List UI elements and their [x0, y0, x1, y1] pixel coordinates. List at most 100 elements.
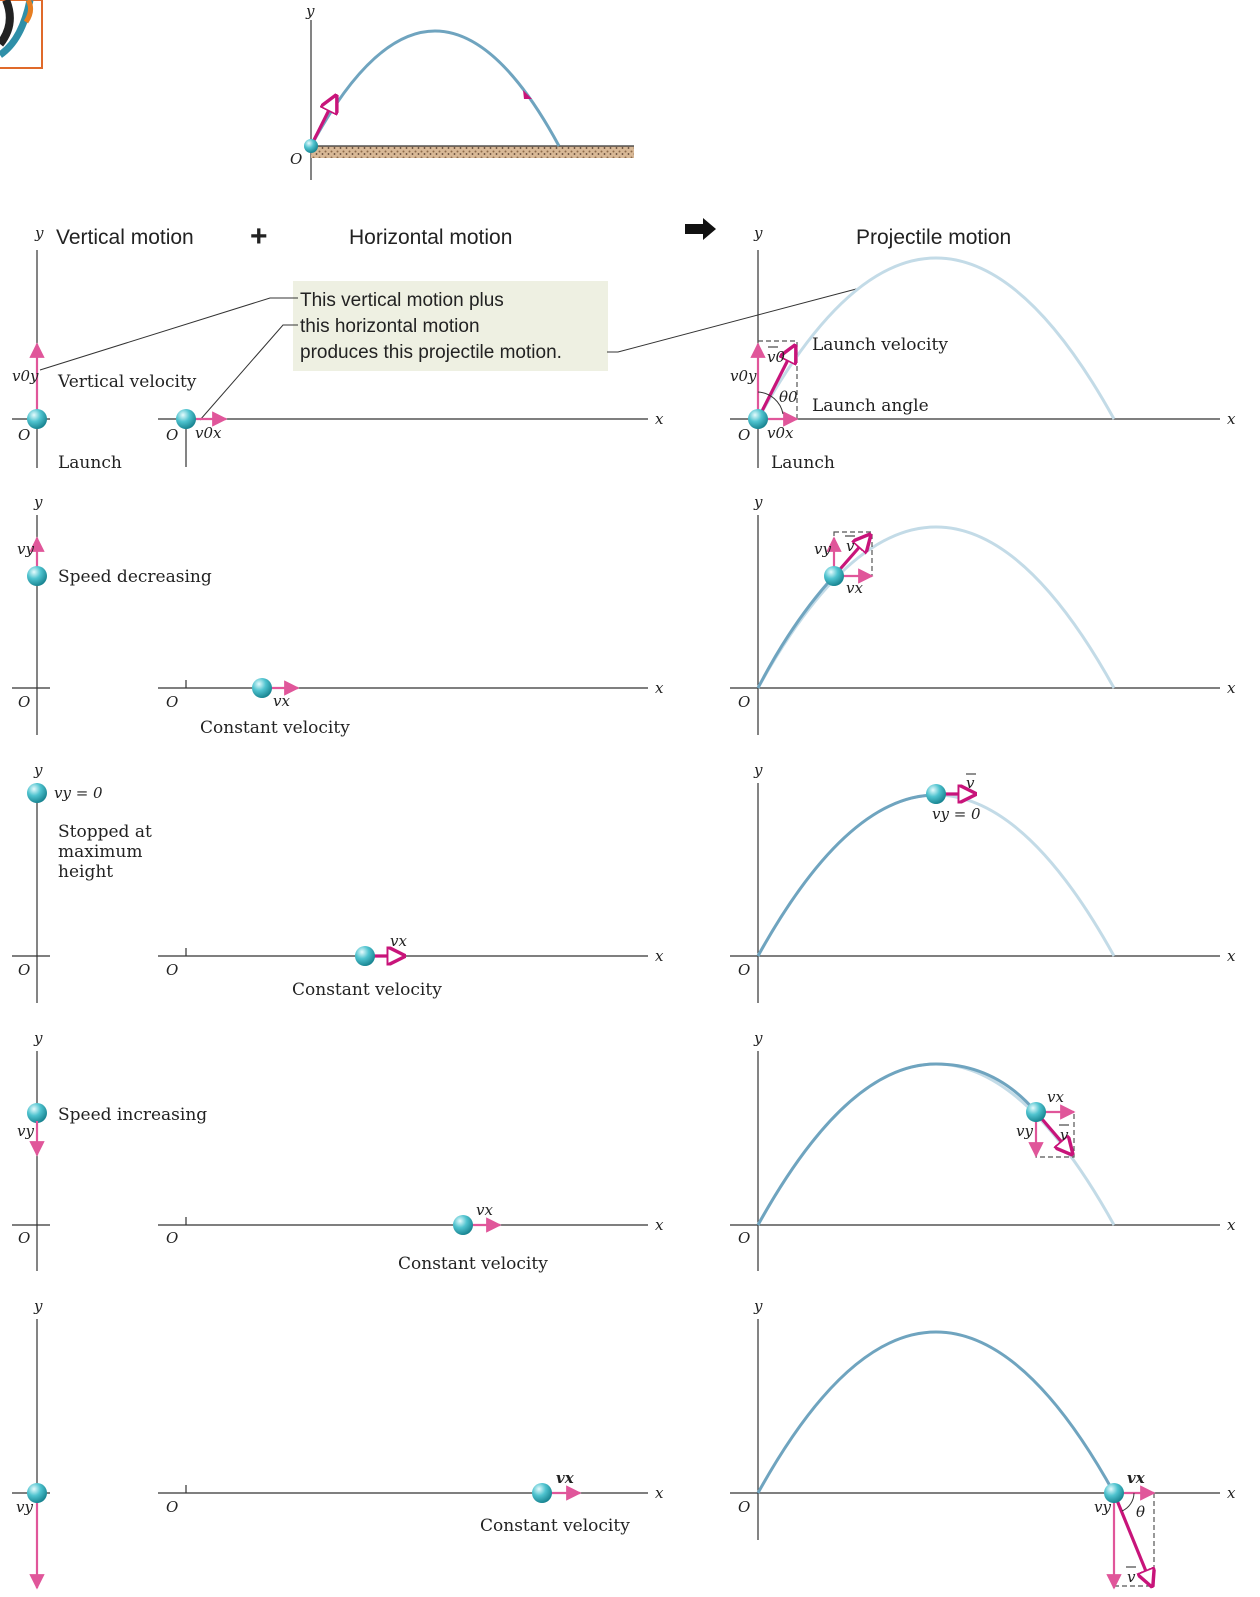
launch-angle-label: Launch angle — [812, 396, 929, 416]
row2-proj-trajectory-light — [756, 525, 1116, 689]
top-direction-arrow — [523, 90, 532, 99]
row4-horizontal-origin: O — [166, 1229, 178, 1247]
stopped-line-1: Stopped at — [58, 822, 152, 842]
row4-vertical-origin: O — [18, 1229, 30, 1247]
row2-proj-origin: O — [738, 693, 750, 711]
row1-horizontal-ball — [176, 409, 196, 429]
row1-v0x-label: v0x — [195, 424, 222, 442]
row5-theta-arc — [1121, 1492, 1135, 1512]
row2-vertical-origin: O — [18, 693, 30, 711]
row2-vy-label: vy — [17, 540, 34, 558]
row4-proj-y-label: y — [753, 1029, 763, 1047]
horizontal-motion-column: x O v0x x O vx Constant velocity x O vx … — [158, 409, 664, 1536]
row5-proj-vy-label: vy — [1094, 1498, 1111, 1516]
row5-proj-x-label: x — [1227, 1484, 1236, 1502]
row3-proj-x-label: x — [1227, 947, 1236, 965]
row2-proj-y-label: y — [753, 493, 763, 511]
row2-proj-ball — [824, 566, 844, 586]
top-overview-diagram: y O — [290, 2, 634, 180]
row2-horizontal-ball — [252, 678, 272, 698]
row1-proj-v0-vector — [756, 346, 795, 420]
row5-horizontal-ball — [532, 1483, 552, 1503]
row5-horizontal-origin: O — [166, 1498, 178, 1516]
row5-horizontal-x-label: x — [655, 1484, 664, 1502]
row4-vx-label: vx — [476, 1201, 493, 1219]
row5-constant-velocity: Constant velocity — [480, 1516, 630, 1536]
top-ball — [304, 139, 318, 153]
top-launch-vector — [309, 96, 336, 147]
row1-horizontal-origin: O — [166, 426, 178, 444]
row4-proj-v-label: v — [1060, 1126, 1069, 1144]
row3-horizontal-origin: O — [166, 961, 178, 979]
speed-increasing-label: Speed increasing — [58, 1105, 207, 1125]
callout-box: This vertical motion plus this horizonta… — [39, 281, 861, 421]
row5-proj-vx-label: vx — [1127, 1469, 1146, 1487]
row1-launch-label: Launch — [58, 453, 122, 473]
row3-vertical-y-label: y — [33, 761, 43, 779]
row3-proj-trajectory-traveled — [756, 793, 937, 957]
stopped-line-2: maximum — [58, 842, 142, 862]
row2-proj-v-label: v — [846, 537, 855, 555]
vertical-velocity-label: Vertical velocity — [57, 372, 197, 392]
projectile-y-label-header: y — [753, 224, 763, 242]
horizontal-motion-header: Horizontal motion — [349, 226, 512, 249]
row4-proj-vx-label: vx — [1047, 1088, 1064, 1106]
leader-projectile — [607, 287, 861, 353]
speed-decreasing-label: Speed decreasing — [58, 567, 212, 587]
row5-proj-trajectory — [756, 1330, 1116, 1494]
row1-v0y-label: v0y — [12, 367, 39, 385]
ground — [311, 146, 634, 158]
row2-horizontal-origin: O — [166, 693, 178, 711]
row1-proj-origin: O — [738, 426, 750, 444]
top-origin-label: O — [290, 150, 302, 168]
row1-proj-v0y-label: v0y — [730, 367, 757, 385]
vertical-motion-header: Vertical motion — [56, 226, 194, 249]
row5-proj-v-vector — [1112, 1492, 1152, 1586]
callout-line-2: this horizontal motion — [300, 316, 480, 337]
row1-proj-x-label: x — [1227, 410, 1236, 428]
row2-proj-vx-label: vx — [846, 579, 863, 597]
callout-line-1: This vertical motion plus — [300, 290, 504, 311]
row3-proj-origin: O — [738, 961, 750, 979]
projectile-motion-column: x v0 Launch velocity v0y θ0 Launch angle… — [730, 250, 1236, 1588]
vertical-y-label-header: y — [34, 224, 44, 242]
row3-proj-v-label: v — [966, 774, 975, 792]
row4-vertical-ball — [27, 1103, 47, 1123]
row3-proj-vy-zero: vy = 0 — [932, 805, 981, 823]
row4-vy-label: vy — [17, 1122, 34, 1140]
row1-horizontal-x-label: x — [655, 410, 664, 428]
row1-theta-arc — [757, 391, 784, 415]
row2-proj-trajectory-traveled — [756, 574, 836, 689]
row3-proj-y-label: y — [753, 761, 763, 779]
stopped-line-3: height — [58, 862, 113, 882]
row5-vx-label: vx — [556, 1469, 575, 1487]
row1-proj-launch-label: Launch — [771, 453, 835, 473]
row5-proj-y-label: y — [753, 1297, 763, 1315]
row5-proj-ball — [1104, 1483, 1124, 1503]
row5-theta-label: θ — [1136, 1503, 1145, 1521]
launch-velocity-label: Launch velocity — [812, 335, 948, 355]
row2-vx-label: vx — [273, 692, 290, 710]
row4-constant-velocity: Constant velocity — [398, 1254, 548, 1274]
row1-vertical-origin: O — [18, 426, 30, 444]
logo-fragment — [0, 0, 43, 69]
row3-vy-zero-label: vy = 0 — [54, 784, 103, 802]
row2-horizontal-x-label: x — [655, 679, 664, 697]
row4-proj-x-label: x — [1227, 1216, 1236, 1234]
row3-proj-ball — [926, 784, 946, 804]
row3-constant-velocity: Constant velocity — [292, 980, 442, 1000]
row1-proj-trajectory — [756, 256, 1116, 420]
row4-horizontal-ball — [453, 1215, 473, 1235]
row5-vy-label: vy — [16, 1498, 33, 1516]
callout-line-3: produces this projectile motion. — [300, 342, 562, 363]
leader-vertical — [39, 297, 298, 371]
row2-proj-vy-label: vy — [814, 540, 831, 558]
top-trajectory — [309, 29, 561, 147]
plus-sign: + — [250, 220, 268, 253]
row1-proj-ball — [748, 409, 768, 429]
row5-proj-origin: O — [738, 1498, 750, 1516]
row2-constant-velocity: Constant velocity — [200, 718, 350, 738]
row3-horizontal-ball — [355, 946, 375, 966]
row3-vertical-origin: O — [18, 961, 30, 979]
arrow-right-icon — [685, 218, 716, 240]
